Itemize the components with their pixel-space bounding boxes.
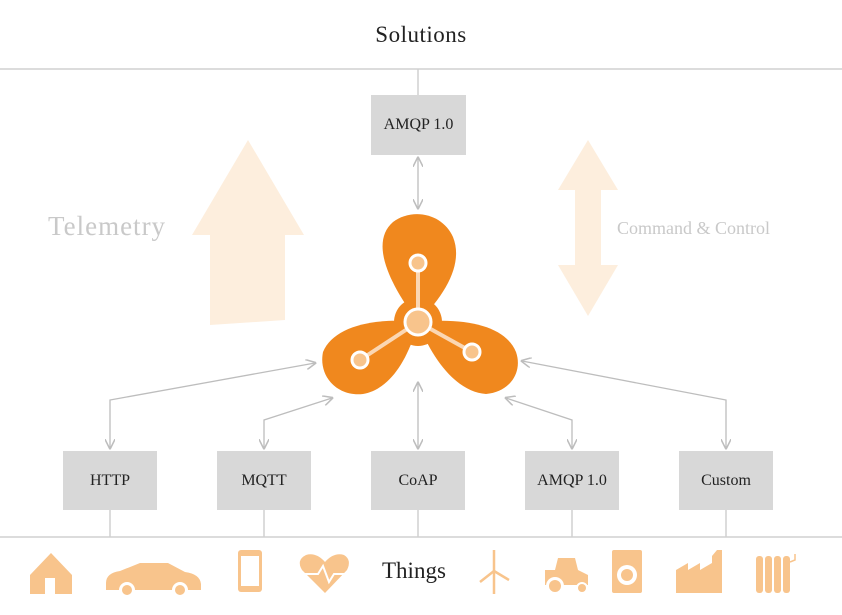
command-control-label: Command & Control bbox=[617, 218, 770, 238]
hub-logo-icon bbox=[322, 214, 518, 395]
command-control-arrow bbox=[558, 140, 618, 316]
telemetry-arrow bbox=[192, 140, 304, 325]
washing-machine-icon bbox=[612, 550, 642, 593]
factory-icon bbox=[676, 550, 722, 593]
wind-turbine-icon bbox=[479, 550, 510, 594]
car-icon bbox=[106, 563, 201, 598]
protocol-box-amqp: AMQP 1.0 bbox=[525, 451, 619, 510]
protocol-box-custom: Custom bbox=[679, 451, 773, 510]
tractor-icon bbox=[545, 558, 588, 595]
heart-rate-icon bbox=[299, 554, 354, 593]
solutions-title: Solutions bbox=[375, 22, 467, 47]
things-label: Things bbox=[382, 558, 446, 583]
protocol-box-mqtt: MQTT bbox=[217, 451, 311, 510]
mqtt-link bbox=[264, 398, 332, 448]
house-icon bbox=[30, 553, 72, 594]
hub-amqp-box: AMQP 1.0 bbox=[371, 95, 466, 155]
protocol-box-coap: CoAP bbox=[371, 451, 465, 510]
protocol-box-http: HTTP bbox=[63, 451, 157, 510]
amqp-device-link bbox=[506, 398, 572, 448]
http-link bbox=[110, 363, 315, 448]
smartphone-icon bbox=[238, 550, 262, 592]
custom-link bbox=[522, 361, 726, 448]
telemetry-label: Telemetry bbox=[48, 211, 167, 241]
radiator-icon bbox=[756, 554, 796, 593]
